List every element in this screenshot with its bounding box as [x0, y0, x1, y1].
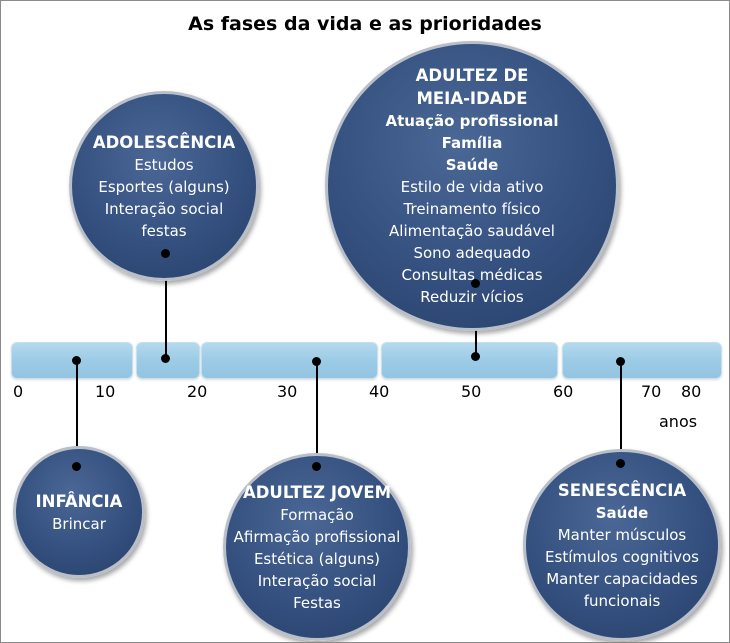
phase-item: Saúde: [445, 156, 499, 174]
phase-item: funcionais: [583, 591, 661, 610]
connector-dot: [161, 249, 170, 258]
diagram-title: As fases da vida e as prioridades: [188, 13, 542, 35]
phase-item: Afirmação profissional: [233, 527, 401, 546]
phase-title: INFÂNCIA: [35, 491, 123, 511]
timeline-segment-adultez-jovem: [201, 342, 378, 379]
phase-title: MEIA-IDADE: [416, 89, 528, 108]
phase-item: festas: [141, 221, 187, 240]
phase-item: Alimentação saudável: [389, 222, 555, 240]
phase-senescencia: SENESCÊNCIA Saúde Manter músculos Estímu…: [523, 449, 721, 641]
tick-label: 70: [641, 382, 662, 401]
tick-label: 80: [681, 382, 702, 401]
phase-item: Estética (alguns): [253, 549, 381, 568]
phase-item: Consultas médicas: [401, 266, 543, 284]
phase-item: Sono adequado: [413, 244, 531, 262]
phase-adolescencia: ADOLESCÊNCIA Estudos Esportes (alguns) I…: [69, 91, 259, 281]
phase-item: Estudos: [134, 155, 194, 174]
phase-item: Reduzir vícios: [420, 288, 524, 306]
connector-dot: [616, 459, 625, 468]
phase-item: Manter músculos: [557, 525, 687, 544]
timeline-dot: [471, 352, 480, 361]
phase-adultez-jovem: ADULTEZ JOVEM Formação Afirmação profiss…: [223, 453, 411, 641]
tick-label: 20: [187, 382, 208, 401]
phase-item: Festas: [293, 593, 341, 612]
phase-title: ADULTEZ DE: [415, 66, 529, 85]
phase-title: SENESCÊNCIA: [557, 480, 687, 500]
phase-meia-idade: ADULTEZ DE MEIA-IDADE Atuação profission…: [325, 41, 619, 331]
tick-label: 0: [13, 382, 24, 401]
timeline-dot: [616, 357, 625, 366]
phase-item: Brincar: [52, 514, 106, 533]
phase-item: Esportes (alguns): [98, 177, 230, 196]
connector-line: [165, 253, 167, 358]
timeline-dot: [161, 354, 170, 363]
connector-line: [620, 363, 622, 463]
phase-item: Família: [441, 134, 503, 152]
phase-item: Manter capacidades: [546, 569, 698, 588]
timeline-segment-meia-idade: [381, 342, 558, 379]
timeline-dot: [312, 357, 321, 366]
phase-item: Atuação profissional: [385, 112, 559, 130]
tick-label: 60: [553, 382, 574, 401]
timeline-segment-senescencia: [562, 342, 722, 379]
phase-item: Estímulos cognitivos: [545, 547, 699, 566]
phase-item: Saúde: [595, 503, 649, 522]
timeline-dot: [72, 356, 81, 365]
phase-item: Formação: [280, 505, 354, 524]
axis-unit-label: anos: [659, 412, 698, 431]
tick-label: 50: [461, 382, 482, 401]
phase-item: Interação social: [104, 199, 224, 218]
phase-item: Interação social: [257, 571, 377, 590]
phase-item: Estilo de vida ativo: [400, 178, 544, 196]
tick-label: 30: [277, 382, 298, 401]
tick-label: 40: [369, 382, 390, 401]
tick-label: 10: [95, 382, 116, 401]
connector-dot: [471, 279, 480, 288]
connector-line: [76, 361, 78, 467]
phase-item: Treinamento físico: [403, 200, 541, 218]
phase-title: ADOLESCÊNCIA: [92, 132, 236, 152]
connector-dot: [72, 462, 81, 471]
connector-line: [316, 363, 318, 467]
phase-title: ADULTEZ JOVEM: [242, 482, 392, 502]
connector-dot: [312, 462, 321, 471]
